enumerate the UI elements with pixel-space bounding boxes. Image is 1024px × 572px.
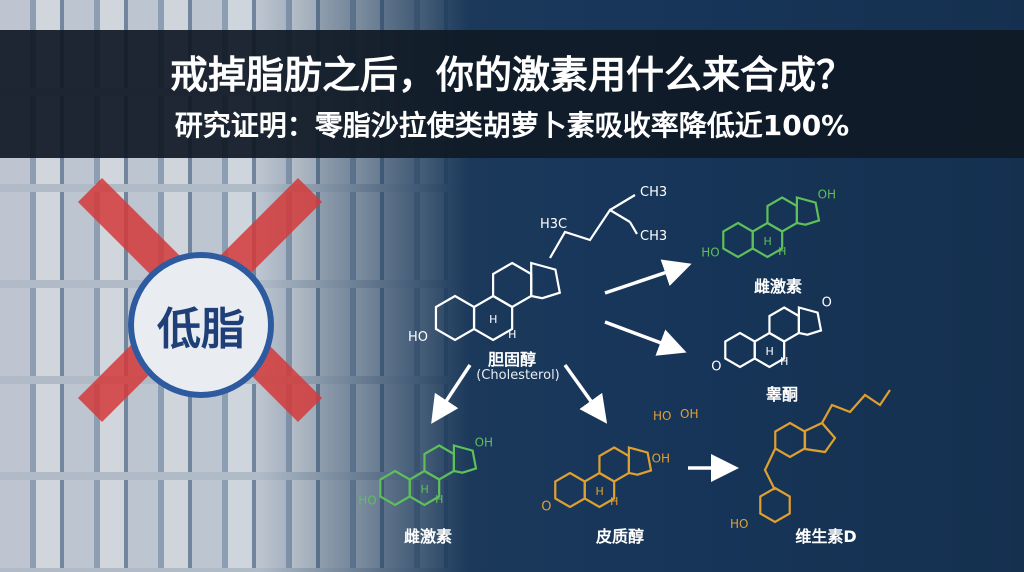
- page-subtitle: 研究证明：零脂沙拉使类胡萝卜素吸收率降低近100%: [174, 109, 850, 142]
- cholesterol-side-chain: [549, 208, 631, 259]
- estradiol-bottom-ho: HO: [358, 494, 376, 508]
- vitamin-d-ho: HO: [730, 517, 748, 531]
- estradiol-bottom-ring-d: [452, 444, 478, 474]
- estradiol-bottom-ring-a: [379, 469, 411, 507]
- estradiol-top-h-atom: H: [778, 245, 786, 258]
- cholesterol-h3c: H3C: [540, 217, 567, 232]
- arrow-2: [431, 364, 472, 424]
- testosterone-ring-a: [724, 331, 756, 369]
- arrow-0: [604, 259, 692, 295]
- estradiol-top-ring-d: [795, 196, 821, 226]
- testosterone-h-atom: H: [780, 355, 788, 368]
- arrow-1: [604, 320, 687, 356]
- page-title: 戒掉脂肪之后，你的激素用什么来合成？: [169, 53, 854, 97]
- cholesterol-ch3: CH3: [640, 185, 667, 200]
- cortisol-ring-c: [598, 446, 630, 483]
- estradiol-bottom-oh: OH: [475, 436, 493, 450]
- cholesterol-english-label: (Cholesterol): [476, 368, 560, 383]
- cholesterol-ring-a: [434, 294, 476, 342]
- estradiol-top-ho: HO: [701, 246, 719, 260]
- cortisol-ho-top: HO: [653, 409, 671, 423]
- cholesterol-ring-d: [530, 261, 562, 300]
- cholesterol-ch3: CH3: [640, 229, 667, 244]
- testosterone-label: 睾酮: [765, 385, 799, 404]
- estradiol-bottom-ring-c: [423, 444, 455, 481]
- arrow-3: [563, 363, 608, 424]
- cortisol-oh-top: OH: [680, 407, 698, 421]
- vitamin-d-ring-c: [774, 421, 806, 459]
- cortisol-o: O: [541, 500, 551, 515]
- estradiol-top-ring-c: [766, 196, 798, 233]
- cortisol-oh: OH: [652, 452, 670, 466]
- bond: [629, 221, 638, 235]
- low-fat-badge: 低脂: [128, 252, 274, 398]
- estradiol-top-h-atom: H: [763, 235, 771, 248]
- estradiol-bottom-h-atom: H: [435, 493, 443, 506]
- estradiol-top-oh: OH: [818, 188, 836, 202]
- cortisol-ring-d: [627, 446, 653, 476]
- cholesterol-ring-c: [492, 261, 533, 309]
- testosterone-o: O: [711, 360, 721, 375]
- vitamin-d-ring-a: [759, 486, 791, 524]
- cholesterol-h-atom: H: [508, 328, 516, 341]
- estradiol-top-ring-a: [722, 221, 754, 259]
- cortisol-ring-a: [554, 471, 586, 509]
- vitamin-d-ring-d: [803, 421, 837, 454]
- vitamin-d-triene: [763, 448, 776, 491]
- cholesterol-label: 胆固醇: [487, 350, 537, 369]
- testosterone-o17: O: [822, 296, 832, 311]
- estradiol-bottom-h-atom: H: [420, 483, 428, 496]
- cortisol-h-atom: H: [610, 495, 618, 508]
- cortisol-h-atom: H: [595, 485, 603, 498]
- cortisol-label: 皮质醇: [595, 527, 645, 546]
- testosterone-ring-c: [768, 306, 800, 343]
- cholesterol-h-atom: H: [489, 313, 497, 326]
- testosterone-h-atom: H: [765, 345, 773, 358]
- vitamin-d-side-chain: [821, 389, 891, 424]
- cholesterol-ho: HO: [408, 330, 428, 345]
- bond: [609, 194, 636, 211]
- estradiol-label-top: 雌激素: [753, 277, 803, 296]
- vitamin-d-label: 维生素D: [795, 527, 857, 546]
- testosterone-ring-d: [797, 306, 823, 336]
- estradiol-label-bottom: 雌激素: [403, 527, 453, 546]
- title-bar: [0, 30, 1024, 158]
